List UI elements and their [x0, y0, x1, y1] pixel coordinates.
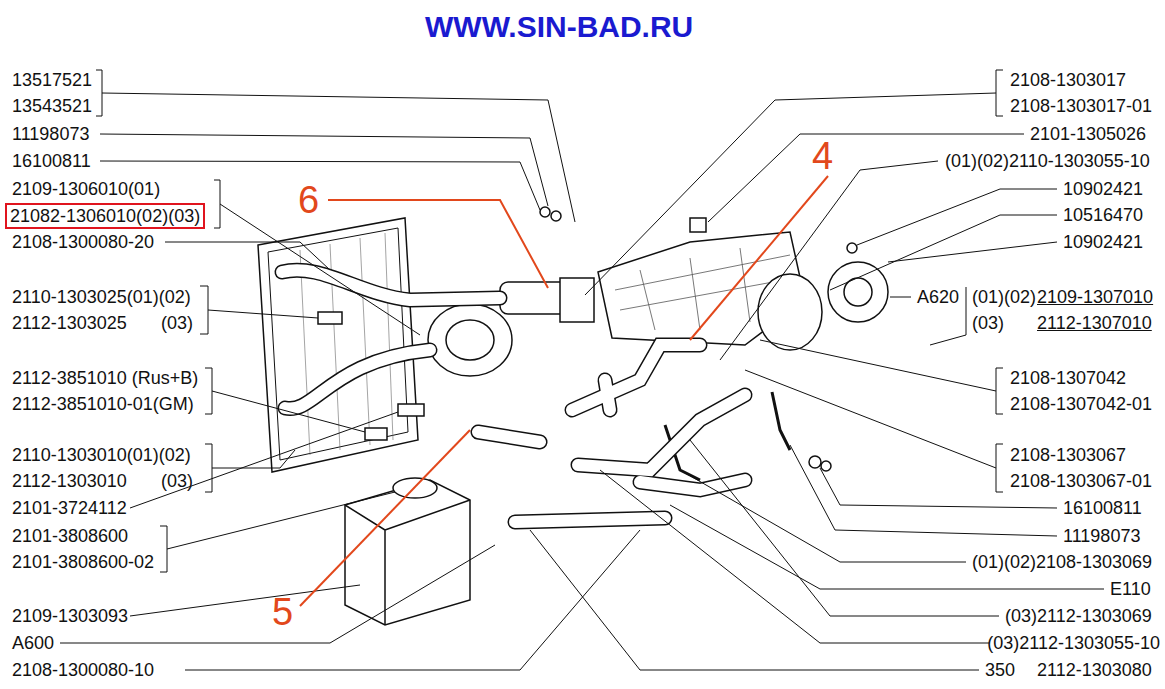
part-number: 10516470 — [1063, 204, 1143, 226]
part-number: 2109-1303093 — [12, 605, 128, 627]
part-number: 2112-3851010-01(GM) — [12, 393, 194, 415]
part-number: (01)(02) — [972, 286, 1036, 308]
part-number: 350 — [985, 659, 1015, 681]
part-number: (03)2112-1303055-10 — [987, 632, 1160, 654]
part-number: 16100811 — [12, 150, 91, 172]
part-number: 2101-1305026 — [1030, 123, 1146, 145]
part-number: A600 — [12, 632, 54, 654]
part-number: 13543521 — [12, 95, 92, 117]
part-number: 11198073 — [1063, 525, 1140, 547]
part-number: 2108-1303017-01 — [1010, 95, 1152, 117]
part-number: (03) — [972, 312, 1004, 334]
callout-number: 4 — [812, 136, 833, 176]
part-number: 2110-1303025(01)(02) — [12, 286, 191, 308]
part-number: (03) — [161, 312, 193, 334]
callout-lines — [300, 176, 828, 606]
part-number: E110 — [1110, 578, 1151, 600]
part-number: 2108-1303067-01 — [1010, 470, 1152, 492]
part-number: 2112-3851010 (Rus+B) — [12, 367, 198, 389]
part-number: 21082-1306010(02)(03) — [10, 206, 200, 226]
part-number: 2112-1303025 — [12, 312, 127, 334]
part-number: 10902421 — [1063, 178, 1143, 200]
part-number: 16100811 — [1063, 497, 1142, 519]
part-number: (01)(02)2110-1303055-10 — [945, 150, 1150, 172]
part-number: 2101-3724112 — [12, 497, 127, 519]
part-number: 2109-1307010 — [1037, 286, 1153, 308]
part-number: (03)2112-1303069 — [1005, 605, 1152, 627]
part-number: 13517521 — [12, 69, 92, 91]
part-number: 2112-1303010 — [12, 470, 127, 492]
part-number: (01)(02)2108-1303069 — [972, 551, 1152, 573]
part-number: 11198073 — [12, 123, 89, 145]
part-number: 2108-1300080-20 — [12, 231, 154, 253]
part-number: 2110-1303010(01)(02) — [12, 444, 191, 466]
part-number: 10902421 — [1063, 231, 1143, 253]
part-number: 2101-3808600-02 — [12, 551, 154, 573]
part-number: 2108-1303017 — [1010, 69, 1126, 91]
callout-number: 5 — [272, 592, 293, 632]
part-number: 2109-1306010(01) — [12, 178, 160, 200]
part-number: 2112-1303080 — [1037, 659, 1152, 681]
part-number: 2101-3808600 — [12, 525, 128, 547]
part-number: 2108-1303067 — [1010, 444, 1126, 466]
part-number: 2108-1300080-10 — [12, 659, 154, 681]
part-number: A620 — [917, 286, 959, 308]
part-number: 2108-1307042 — [1010, 367, 1126, 389]
highlighted-part-number: 21082-1306010(02)(03) — [5, 203, 205, 229]
part-number: 2112-1307010 — [1037, 312, 1152, 334]
part-number: 2108-1307042-01 — [1010, 393, 1152, 415]
site-title: WWW.SIN-BAD.RU — [425, 10, 693, 44]
part-number: (03) — [161, 470, 193, 492]
callout-number: 6 — [298, 180, 319, 220]
